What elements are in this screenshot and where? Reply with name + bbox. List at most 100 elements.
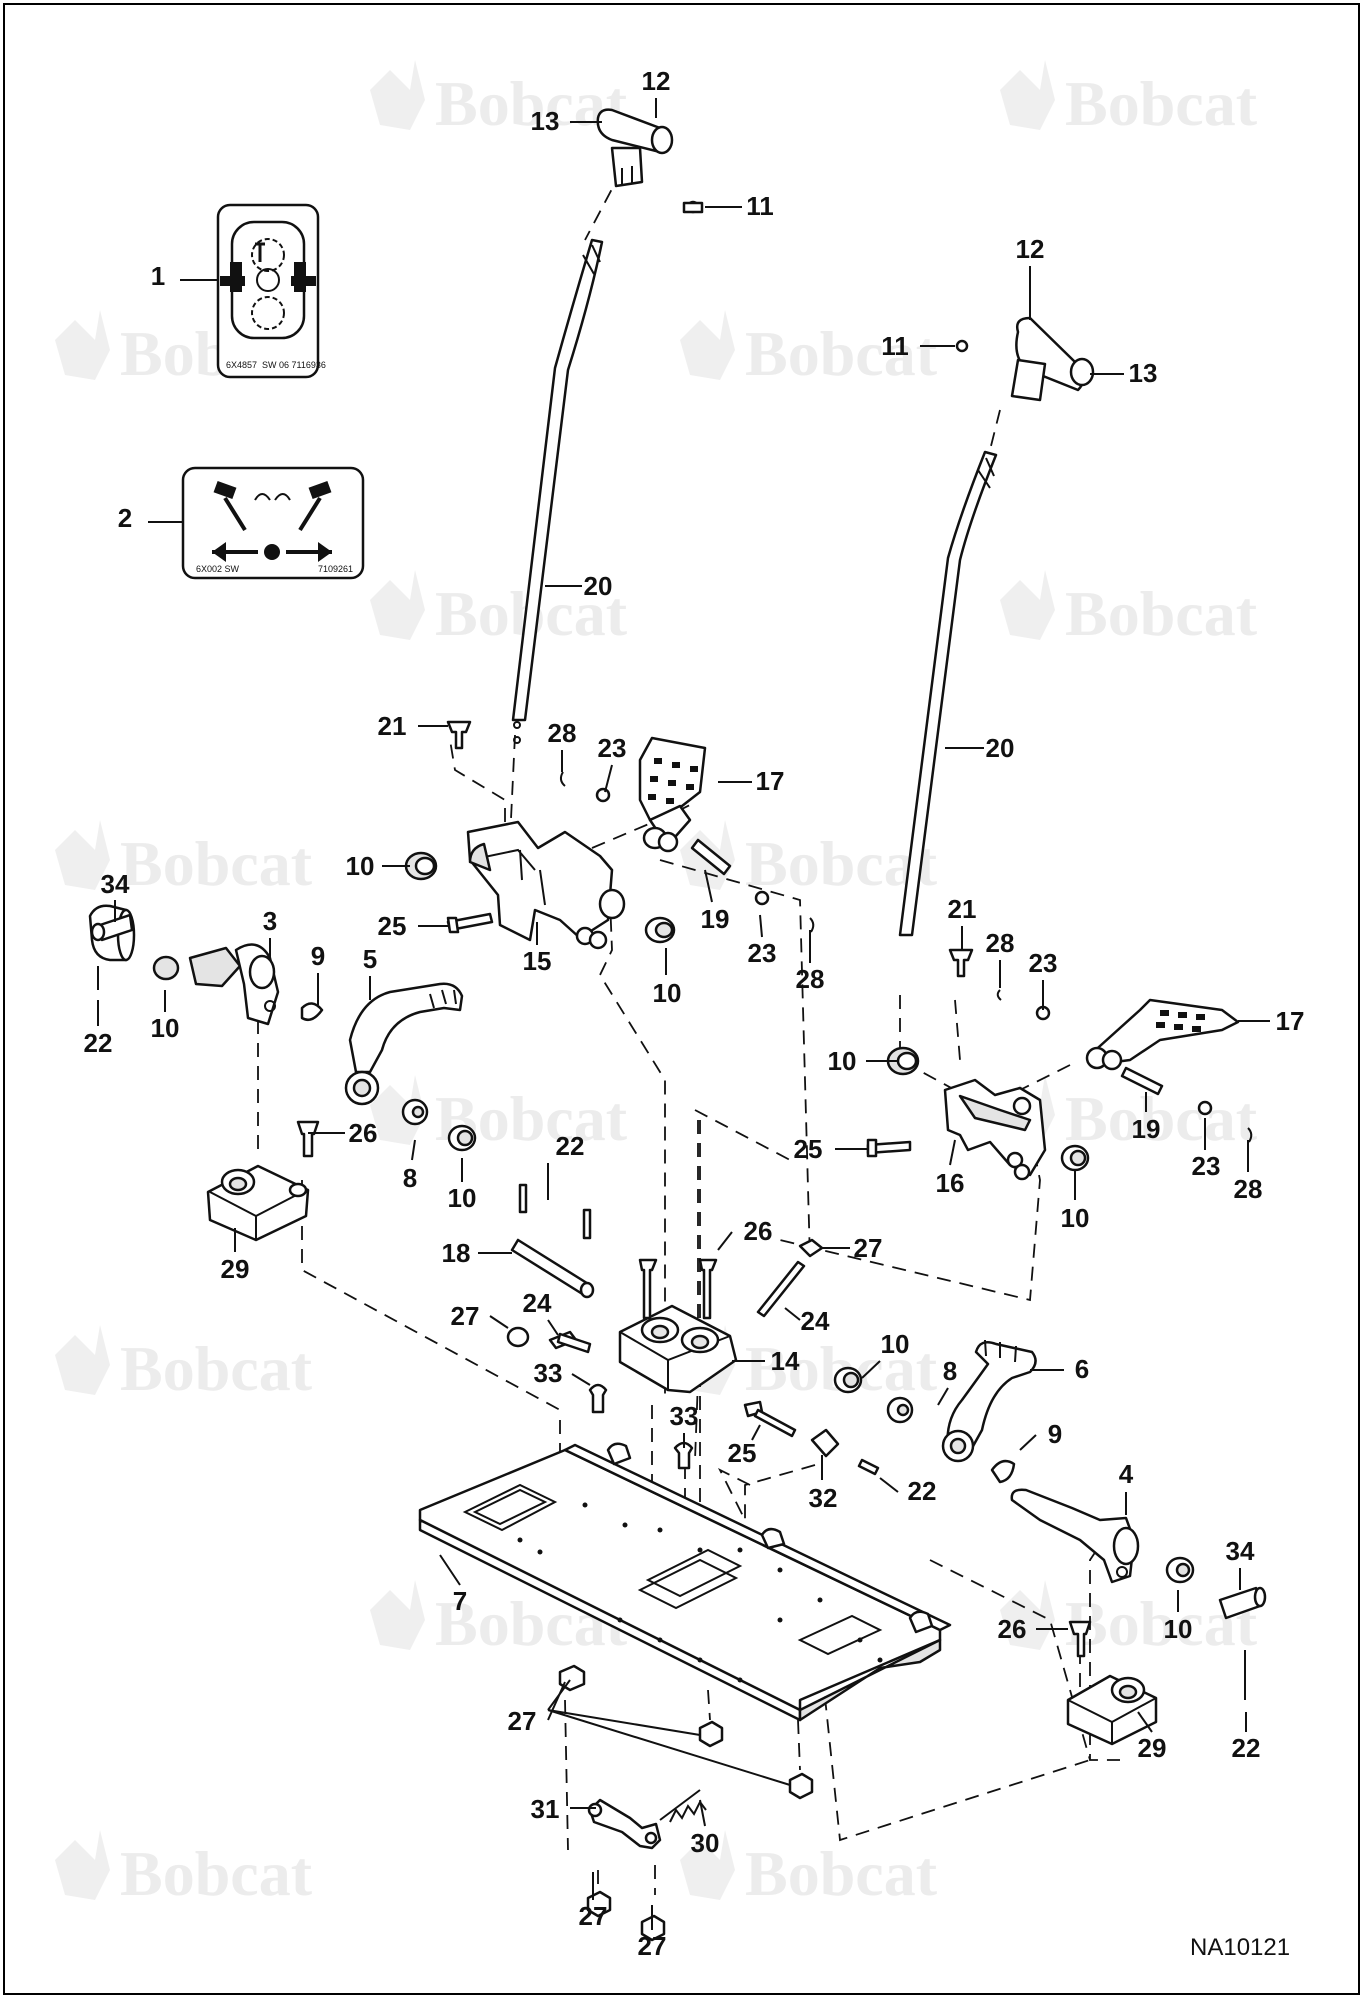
watermark: Bobcat (55, 820, 313, 899)
callout-number: 17 (756, 766, 785, 796)
callout-leader (699, 1799, 706, 1827)
center-mount (506, 1238, 824, 1394)
bobcat-logo-icon (55, 1830, 110, 1900)
callout-number: 10 (1164, 1614, 1193, 1644)
bobcat-logo-icon (370, 1580, 425, 1650)
callout: 27 (820, 1233, 882, 1263)
callout: 20 (545, 571, 612, 601)
callout-number: 10 (151, 1013, 180, 1043)
callout-number: 9 (1048, 1419, 1062, 1449)
left-control-bracket (466, 820, 626, 950)
callout-leader (1019, 1434, 1037, 1451)
callout: 19 (1132, 1092, 1161, 1144)
bobcat-logo-icon (55, 820, 110, 890)
callout-number: 29 (1138, 1733, 1167, 1763)
right-pedal (1085, 998, 1240, 1071)
callout: 29 (221, 1228, 250, 1284)
callout-number: 28 (986, 928, 1015, 958)
bobcat-logo-icon (680, 310, 735, 380)
callout: 14 (732, 1346, 800, 1376)
right-mount (1066, 1620, 1158, 1746)
callout-number: 10 (653, 978, 682, 1008)
callout: 23 (598, 733, 627, 793)
watermark-text: Bobcat (1065, 1083, 1258, 1154)
callout: 26 (998, 1614, 1068, 1644)
callout-number: 10 (828, 1046, 857, 1076)
watermark-text: Bobcat (120, 828, 313, 899)
callout-number: 10 (1061, 1203, 1090, 1233)
callout-leader (949, 1139, 956, 1166)
callout-number: 2 (118, 503, 132, 533)
callout: 1 (151, 261, 218, 291)
callout-number: 34 (101, 869, 130, 899)
callout: 13 (531, 106, 602, 136)
watermark: Bobcat (1000, 60, 1258, 139)
callout-leader (937, 1387, 949, 1406)
axle-18 (510, 1183, 595, 1299)
watermark: Bobcat (55, 1325, 313, 1404)
callout-number: 22 (908, 1476, 937, 1506)
left-mount (206, 1120, 320, 1242)
callout: 12 (1016, 234, 1045, 320)
callout-number: 23 (598, 733, 627, 763)
bobcat-logo-icon (370, 570, 425, 640)
bobcat-logo-icon (1000, 1580, 1055, 1650)
callout: 10 (151, 990, 180, 1043)
callout: 30 (691, 1799, 720, 1858)
left-pedal (638, 736, 707, 853)
callout: 10 (653, 948, 682, 1008)
callout: 11 (705, 191, 774, 221)
lower-hardware (547, 1664, 814, 1942)
callout: 28 (548, 718, 576, 772)
callout-number: 12 (1016, 234, 1045, 264)
callout: 25 (794, 1134, 868, 1164)
watermark: Bobcat (680, 310, 938, 389)
callout: 10 (828, 1046, 898, 1076)
callout-number: 19 (701, 904, 730, 934)
callout-number: 11 (746, 191, 774, 221)
callout-number: 30 (691, 1828, 720, 1858)
callout-number: 23 (1029, 948, 1058, 978)
callout: 23 (748, 914, 777, 968)
callout-number: 22 (556, 1131, 585, 1161)
left-lever-rod (511, 238, 604, 744)
watermark-text: Bobcat (1065, 578, 1258, 649)
callout-number: 26 (349, 1118, 378, 1148)
callout-leader (439, 1554, 461, 1586)
callout-leader (571, 1373, 591, 1386)
callout-number: 19 (1132, 1114, 1161, 1144)
callout-number: 29 (221, 1254, 250, 1284)
callout: 22 (547, 1131, 585, 1200)
callout-number: 13 (1129, 358, 1158, 388)
callout-number: 9 (311, 941, 325, 971)
callout-leader (704, 869, 713, 903)
callout: 18 (442, 1238, 512, 1268)
callout-number: 10 (881, 1329, 910, 1359)
bobcat-logo-icon (55, 1325, 110, 1395)
callout-number: 28 (1234, 1174, 1263, 1204)
mid-right-fasteners (743, 1400, 880, 1476)
bobcat-logo-icon (55, 310, 110, 380)
callout: 24 (784, 1306, 830, 1336)
callout: 17 (1238, 1006, 1304, 1036)
callout: 33 (670, 1401, 698, 1448)
watermark-text: Bobcat (745, 1838, 938, 1909)
watermark: Bobcat (55, 1830, 313, 1909)
callout-number: 23 (748, 938, 777, 968)
callout-leader (784, 1307, 801, 1321)
callout-number: 20 (584, 571, 613, 601)
callout-leader (547, 1681, 566, 1721)
callout-number: 8 (943, 1356, 957, 1386)
callout: 28 (796, 930, 824, 994)
callout: 25 (728, 1424, 761, 1468)
callout-number: 7 (453, 1586, 467, 1616)
watermark: Bobcat (1000, 570, 1258, 649)
watermark-text: Bobcat (120, 1333, 313, 1404)
callout: 28 (1234, 1140, 1263, 1204)
callout: 29 (1137, 1711, 1167, 1763)
callout: 16 (936, 1139, 964, 1198)
callout: 10 (346, 851, 410, 881)
callout-number: 4 (1119, 1459, 1134, 1489)
callout: 27 (579, 1872, 607, 1931)
